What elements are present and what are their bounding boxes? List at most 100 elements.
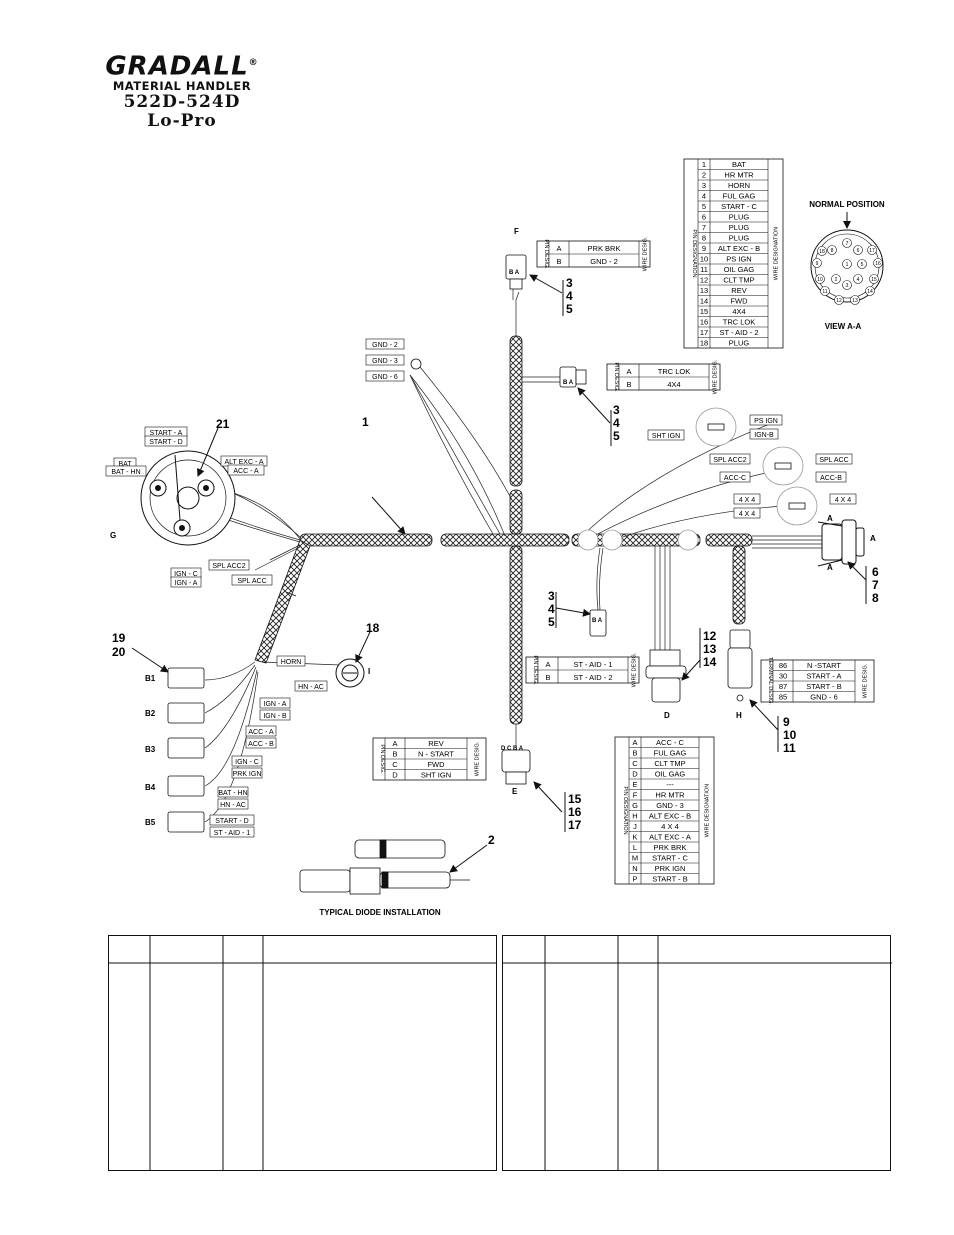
tag-4x4-c: 4 X 4 (829, 493, 857, 505)
view-pin-number: 5 (861, 262, 864, 268)
wire-tag-text: IGN - C (174, 571, 198, 578)
callout-21: 21 (216, 417, 230, 431)
pin-designation: 18 (700, 339, 708, 348)
pin-designation: K (632, 833, 637, 842)
tag-acc-c: ACC-C (719, 471, 751, 483)
section-a-top: A (827, 514, 833, 523)
tag-acc-a: ACC - A (227, 464, 265, 476)
callout-16: 16 (568, 805, 582, 819)
pin-header: PIN DESIG. (532, 655, 538, 685)
wire-tag-text: ACC-C (724, 475, 746, 482)
view-pin-number: 16 (875, 261, 881, 267)
wire-designation: ALT EXC - B (649, 812, 691, 821)
pin-designation: N (632, 864, 637, 873)
wire-designation: REV (428, 739, 443, 748)
wire-tag-text: START - D (149, 439, 182, 446)
pin-designation: 85 (779, 693, 787, 702)
wire-designation: CLT TMP (654, 759, 685, 768)
pin-designation: 10 (700, 255, 708, 264)
wire-tag-text: IGN - C (235, 759, 259, 766)
wire-tag-text: 4 X 4 (739, 511, 755, 518)
wire-header: WIRE DESIGNATION (705, 784, 711, 837)
wire-designation: START - C (721, 202, 757, 211)
wire-header: WIRE DESIG. (643, 236, 649, 271)
view-pin-number: 14 (867, 289, 873, 295)
view-pin-number: 1 (846, 262, 849, 268)
wire-designation: FUL GAG (723, 192, 756, 201)
wire-designation: PLUG (729, 213, 750, 222)
pin-header: PIN DESIGNATION (691, 229, 697, 277)
pin-header: PIN DESIGNATION (622, 786, 628, 834)
wire-tag-text: BAT - HN (218, 790, 247, 797)
wire-designation: PRK BRK (654, 843, 687, 852)
tag-start-d: START - D (144, 435, 188, 447)
pin-designation: 16 (700, 318, 708, 327)
wire-tag-text: ACC - A (233, 468, 259, 475)
pin-designation: 87 (779, 682, 787, 691)
view-pin: 12 (834, 295, 844, 305)
pins-ba-staid: B A (592, 618, 603, 624)
tag-4x4-a: 4 X 4 (733, 493, 761, 505)
pin-designation: B (545, 673, 550, 682)
callout-6: 6 (872, 565, 879, 579)
pin-designation: D (392, 771, 398, 780)
diode-ovals (577, 407, 818, 551)
model-variant: Lo-Pro (147, 110, 217, 131)
tag-spl-acc-r: SPL ACC (815, 453, 853, 465)
wire-tag-text: IGN-B (754, 432, 774, 439)
tag-b-5: PRK IGN (231, 767, 263, 779)
tag-4x4-b: 4 X 4 (733, 507, 761, 519)
wire-designation: SHT IGN (421, 771, 451, 780)
tag-gnd-3: GND - 3 (365, 354, 405, 366)
wire-tag-text: BAT - HN (111, 469, 140, 476)
tag-spl-acc2-r: SPL ACC2 (709, 453, 751, 465)
view-pin-number: 7 (846, 241, 849, 247)
wire-tag-text: HN - AC (220, 802, 246, 809)
tag-horn: HORN (276, 655, 306, 667)
pin-designation: D (632, 770, 638, 779)
pin-designation: B (556, 257, 561, 266)
wire-designation: FWD (730, 297, 748, 306)
pin-designation: 12 (700, 276, 708, 285)
wire-tag-text: 4 X 4 (835, 497, 851, 504)
callout-14: 14 (703, 655, 717, 669)
wire-tag-text: GND - 3 (372, 358, 398, 365)
tag-b-0: IGN - A (259, 697, 291, 709)
view-pin: 9 (812, 258, 822, 268)
connector-e-label: E (512, 787, 518, 796)
pin-designation: 8 (702, 234, 706, 243)
wire-designation: GND - 2 (590, 257, 618, 266)
wire-designation: START - B (806, 682, 841, 691)
pin-designation: P (632, 875, 637, 884)
callout-20: 20 (112, 645, 126, 659)
callout-11: 11 (783, 741, 796, 755)
pin-designation: M (632, 854, 638, 863)
tag-b-4: IGN - C (231, 755, 263, 767)
pin-designation: 2 (702, 171, 706, 180)
callout-15: 15 (568, 792, 582, 806)
wire-tag-text: BAT (118, 461, 132, 468)
wire-designation: PRK BRK (588, 244, 621, 253)
view-pin-number: 15 (871, 277, 877, 283)
pin-header: PIN DESIG. (379, 744, 385, 774)
view-pin-number: 11 (822, 289, 827, 295)
pin-designation: 14 (700, 297, 708, 306)
pin-designation: A (392, 739, 397, 748)
tag-alt-exc-a: ALT EXC - A (220, 455, 268, 467)
callout-2: 2 (488, 833, 495, 847)
tag-gnd-2: GND - 2 (365, 338, 405, 350)
wire-tag-text: START - D (215, 818, 248, 825)
view-pin: 1 (842, 259, 852, 269)
tag-b-1: IGN - B (259, 709, 291, 721)
tag-sht-ign: SHT IGN (647, 429, 685, 441)
callout-9: 9 (783, 715, 790, 729)
tag-ign-b: IGN-B (749, 428, 779, 440)
wire-tag-text: HN - AC (298, 684, 324, 691)
wire-header: WIRE DESIG. (632, 652, 638, 687)
